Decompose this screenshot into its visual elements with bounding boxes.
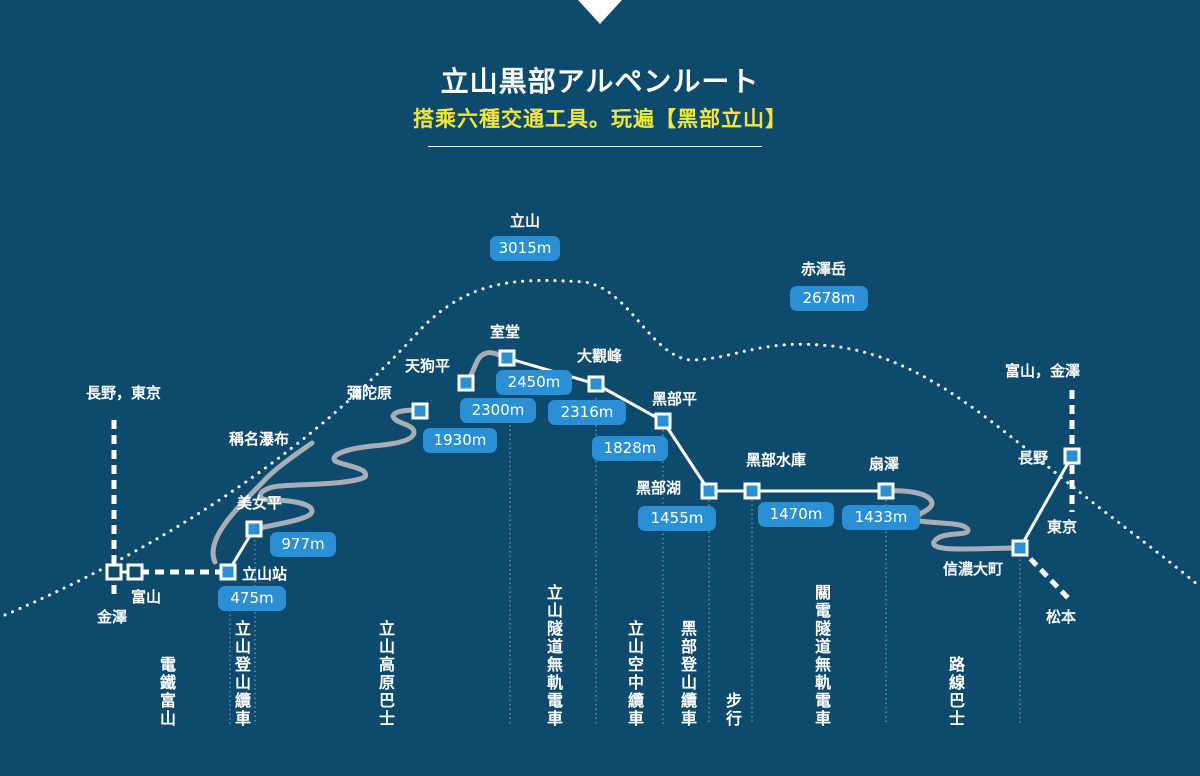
peak-name-akazawa: 赤澤岳 [801,260,847,278]
transport-label-walk: 步行 [723,692,742,728]
alpine-road-upper [251,407,423,532]
transport-label-kanden-trolley: 關電隧道無軌電車 [812,584,831,728]
connection-label-kanazawa: 金澤 [97,608,128,626]
station-name-tengudaira: 天狗平 [405,357,451,375]
station-marker-shinano-omachi [1011,539,1029,557]
station-elevation-tateyama: 475m [218,586,286,611]
station-elevation-bijodaira: 977m [270,532,336,557]
station-marker-murodo [498,349,516,367]
transport-label-ropeway: 立山空中纜車 [625,620,644,728]
station-name-kurobe-dam: 黑部水庫 [746,451,807,469]
station-name-daikanbo: 大觀峰 [577,347,623,365]
station-name-kurobedaira: 黑部平 [652,390,698,408]
station-elevation-tengudaira: 2300m [460,398,536,423]
station-marker-midagahara [411,402,429,420]
top-notch [578,0,622,24]
page-title: 立山黒部アルペンルート [440,65,760,98]
station-name-shinano-omachi: 信濃大町 [943,560,1004,578]
connection-label-east-top: 富山，金澤 [1005,362,1081,380]
station-name-tateyama: 立山站 [242,565,288,583]
station-name-midagahara: 彌陀原 [347,384,393,402]
station-marker-kanazawa [105,563,123,581]
line-bus-road [883,488,1023,552]
peak-elevation-akazawa: 2678m [790,286,868,311]
title-divider [428,146,762,147]
transport-label-line-bus: 路線巴士 [946,656,965,728]
station-marker-kurobeko [700,482,718,500]
transport-label-tateyama-trolley: 立山隧道無軌電車 [544,584,563,728]
station-name-nagano: 長野 [1018,449,1049,467]
station-name-bijodaira: 美女平 [237,494,283,512]
station-marker-bijodaira [245,520,263,538]
transport-label-highland-bus: 立山高原巴士 [376,620,395,728]
bus-to-nagano [1018,454,1074,550]
peak-elevation-tateyama: 3015m [490,236,560,261]
funicular-segment [661,419,711,493]
station-elevation-midagahara: 1930m [423,428,497,453]
station-elevation-daikanbo: 2316m [548,400,626,425]
peak-name-tateyama: 立山 [510,212,541,230]
station-marker-ogizawa [877,482,895,500]
station-marker-kurobe-dam [743,482,761,500]
station-marker-tateyama [219,563,237,581]
transport-label-dentetsu-toyama: 電鐵富山 [157,656,176,728]
connection-label-tokyo: 東京 [1047,518,1078,536]
connection-label-toyama: 富山 [131,588,162,606]
mountain-ridge-line [3,278,1200,617]
station-marker-daikanbo [587,375,605,393]
station-marker-tengudaira [457,374,475,392]
station-elevation-kurobeko: 1455m [638,506,716,531]
station-marker-toyama [126,563,144,581]
transport-label-tateyama-cable: 立山登山纜車 [232,620,251,728]
station-name-kurobeko: 黑部湖 [636,479,682,497]
connection-label-west-top: 長野，東京 [86,384,162,402]
transport-label-kurobe-cable: 黑部登山纜車 [678,620,697,728]
station-elevation-kurobedaira: 1828m [592,436,668,461]
station-name-ogizawa: 扇澤 [869,455,900,473]
station-marker-nagano [1063,447,1081,465]
connection-label-matsumoto: 松本 [1046,608,1077,626]
waterfall-name-shomyo: 稱名瀑布 [229,430,290,448]
ropeway-segment [594,382,665,423]
station-name-murodo: 室堂 [490,323,521,341]
station-marker-kurobedaira [654,412,672,430]
page-subtitle: 搭乘六種交通工具。玩遍【黑部立山】 [413,107,787,131]
shomyo-road [210,440,315,565]
station-elevation-ogizawa: 1433m [842,505,920,530]
station-elevation-murodo: 2450m [496,370,572,395]
station-elevation-kurobe-dam: 1470m [758,502,834,527]
rail-line-matsumoto [1018,546,1072,602]
